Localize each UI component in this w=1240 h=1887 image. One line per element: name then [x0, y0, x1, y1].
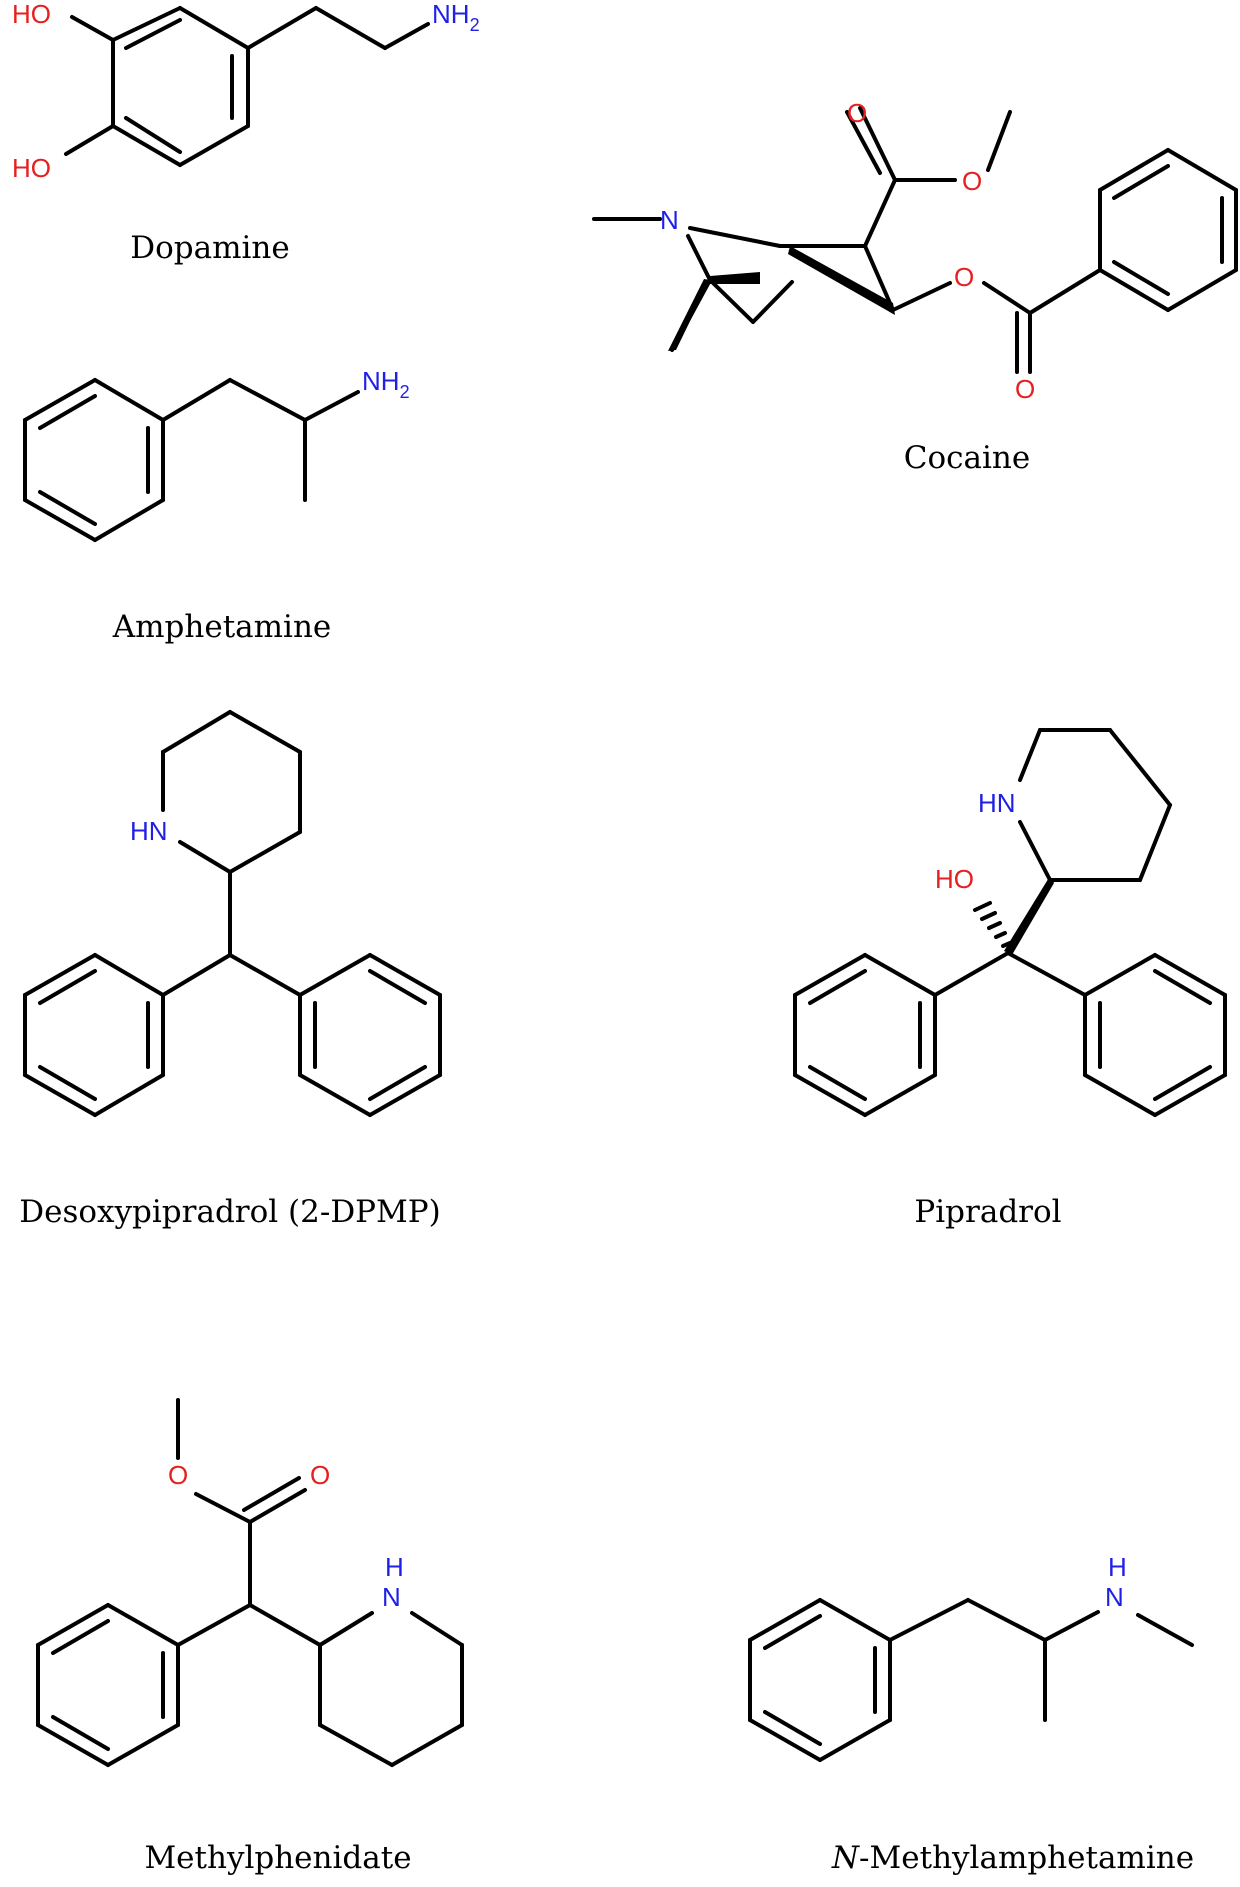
- methylphenidate-n-label: N: [382, 1582, 401, 1612]
- amphetamine-caption: Amphetamine: [112, 609, 332, 645]
- cocaine-caption: Cocaine: [904, 440, 1030, 476]
- methylphenidate-caption: Methylphenidate: [144, 1840, 411, 1876]
- desoxypipradrol-hn-label: HN: [130, 816, 168, 846]
- cocaine-o-methoxy-label: O: [962, 166, 982, 196]
- cocaine-o-benzoyl-label: O: [1015, 374, 1035, 404]
- n-methylamphetamine-h-label: H: [1108, 1552, 1127, 1582]
- dopamine-nh2-label: NH2: [432, 0, 480, 35]
- pipradrol-caption: Pipradrol: [914, 1194, 1061, 1230]
- n-methylamphetamine-n-label: N: [1105, 1582, 1124, 1612]
- n-methylamphetamine-caption: N-Methylamphetamine: [831, 1840, 1194, 1876]
- amphetamine-structure: NH2: [23, 366, 410, 542]
- dopamine-structure: HO HO NH2: [12, 0, 480, 183]
- cocaine-o-ester-label: O: [954, 262, 974, 292]
- cocaine-n-label: N: [660, 205, 679, 235]
- dopamine-caption: Dopamine: [130, 230, 289, 266]
- cocaine-structure: N O O O O: [592, 98, 1238, 404]
- pipradrol-ho-label: HO: [935, 864, 974, 894]
- amphetamine-nh2-label: NH2: [362, 366, 410, 402]
- methylphenidate-o-carbonyl-label: O: [310, 1460, 330, 1490]
- methylphenidate-h-label: H: [385, 1552, 404, 1582]
- cocaine-o-carbonyl-label: O: [847, 98, 867, 128]
- methylphenidate-structure: O O H N: [36, 1398, 464, 1767]
- n-methylamphetamine-structure: H N: [748, 1552, 1194, 1762]
- desoxypipradrol-caption: Desoxypipradrol (2-DPMP): [19, 1194, 440, 1230]
- pipradrol-structure: HN HO: [793, 728, 1227, 1117]
- pipradrol-hn-label: HN: [978, 788, 1016, 818]
- dopamine-ho-bottom-label: HO: [12, 153, 51, 183]
- dopamine-ho-top-label: HO: [12, 0, 51, 29]
- methylphenidate-o-methoxy-label: O: [168, 1460, 188, 1490]
- desoxypipradrol-structure: HN: [23, 710, 442, 1117]
